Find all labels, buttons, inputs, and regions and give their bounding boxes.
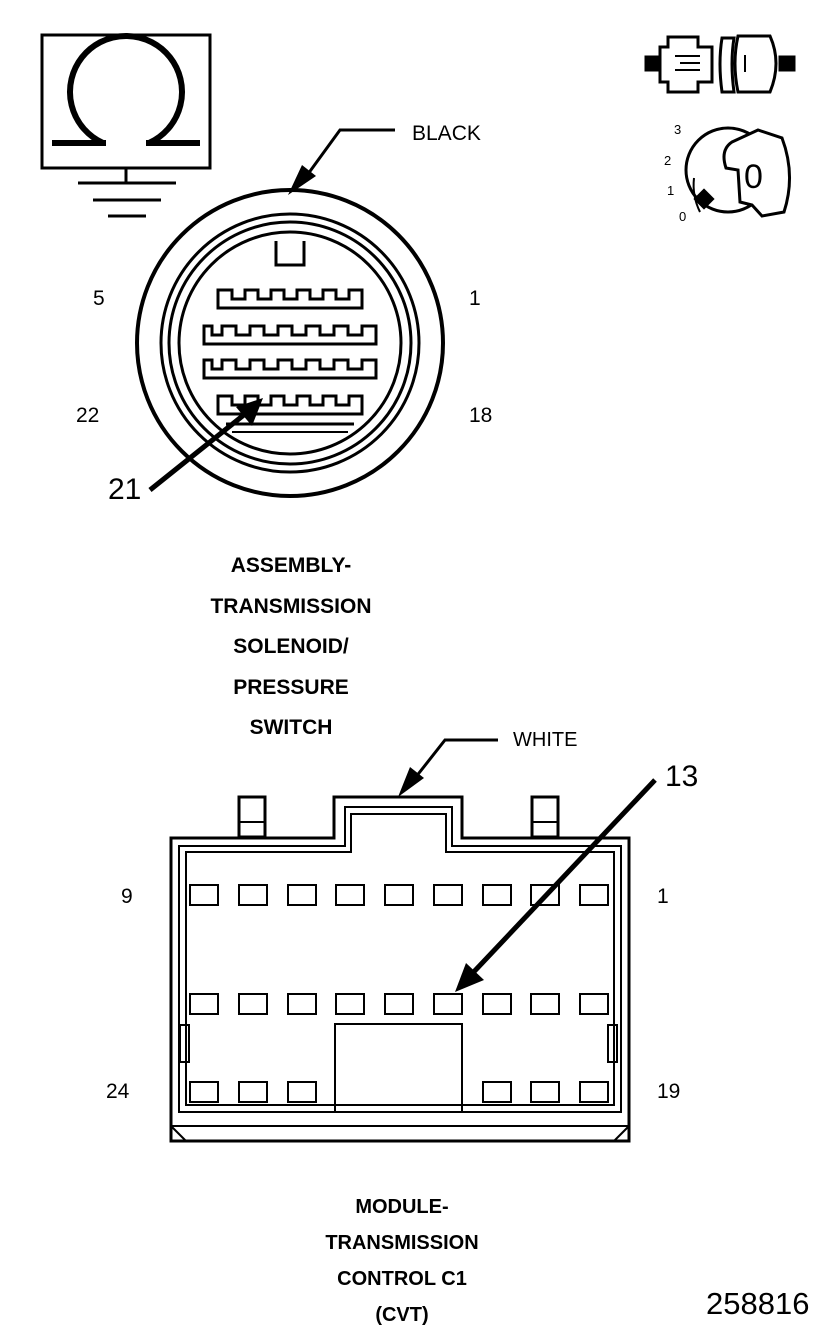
connector1-callout-pin: 21 (108, 473, 142, 506)
pin-21-arrow (148, 398, 263, 492)
connector2-title-line: (CVT) (375, 1304, 429, 1326)
connector1-pin-5: 5 (93, 287, 105, 310)
connector1-title-line: SOLENOID/ (233, 635, 349, 658)
key-position-2: 2 (664, 153, 672, 168)
connector2-pin-24: 24 (106, 1080, 130, 1103)
connector1-title-line: TRANSMISSION (210, 594, 372, 618)
connector1-pin-22: 22 (76, 404, 100, 427)
solenoid-connector-face (135, 188, 445, 498)
connector1-title-line: ASSEMBLY- (230, 554, 352, 577)
key-position-3: 3 (674, 122, 682, 137)
ignition-key-label: 0 (744, 158, 763, 196)
connector2-callout-pin: 13 (665, 760, 699, 793)
white-callout-arrow (398, 738, 498, 797)
connector2-pin-1: 1 (657, 885, 669, 908)
connector1-title-line: PRESSURE (233, 675, 349, 699)
connector2-color-label: WHITE (513, 729, 578, 751)
black-callout-arrow (288, 128, 395, 195)
connector1-pin-18: 18 (469, 404, 493, 427)
ohmmeter-ground-icon (40, 33, 212, 218)
connector1-pin-1: 1 (469, 287, 481, 310)
connector2-pin-9: 9 (121, 885, 133, 908)
control-module-connector-face (169, 795, 631, 1143)
connector2-title: MODULE- TRANSMISSION CONTROL C1 (CVT) (272, 1189, 532, 1333)
ignition-key-icon (684, 126, 792, 218)
connector2-title-line: TRANSMISSION (325, 1232, 479, 1254)
connector1-title-line: SWITCH (249, 716, 333, 739)
connector-disconnected-icon (644, 34, 796, 94)
connector1-title: ASSEMBLY- TRANSMISSION SOLENOID/ PRESSUR… (150, 546, 432, 749)
pin-13-arrow (455, 778, 657, 992)
key-position-0: 0 (679, 209, 687, 224)
connector2-title-line: CONTROL C1 (337, 1268, 467, 1290)
connector2-pin-19: 19 (657, 1080, 681, 1103)
figure-number: 258816 (706, 1286, 810, 1321)
key-position-1: 1 (667, 183, 675, 198)
connector2-title-line: MODULE- (355, 1196, 449, 1218)
connector1-color-label: BLACK (412, 122, 481, 145)
